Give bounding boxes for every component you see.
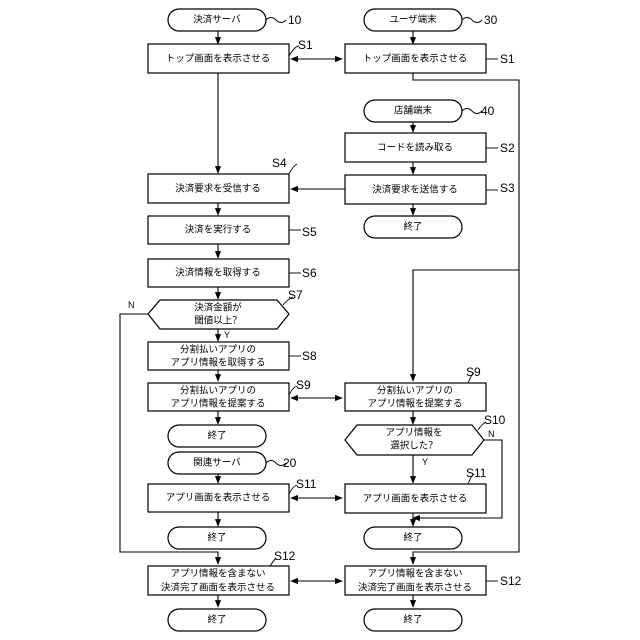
step-s3: S3 xyxy=(500,181,515,195)
step-s10: S10 xyxy=(484,413,506,427)
svg-text:決済を実行する: 決済を実行する xyxy=(185,224,252,236)
svg-text:アプリ画面を表示させる: アプリ画面を表示させる xyxy=(166,492,271,504)
svg-text:決済情報を取得する: 決済情報を取得する xyxy=(175,267,261,279)
server-ref: 10 xyxy=(288,13,302,27)
step-s11a: S11 xyxy=(296,477,317,491)
svg-text:終了: 終了 xyxy=(207,614,226,626)
svg-text:終了: 終了 xyxy=(207,430,226,442)
svg-text:アプリ情報を含まない: アプリ情報を含まない xyxy=(367,568,462,580)
svg-text:終了: 終了 xyxy=(207,532,226,544)
server-label: 決済サーバ xyxy=(193,14,241,26)
yes-label-s7: Y xyxy=(224,330,230,340)
step-s7: S7 xyxy=(288,288,303,302)
yes-label-s10: Y xyxy=(422,457,428,467)
svg-text:決済要求を送信する: 決済要求を送信する xyxy=(372,184,458,196)
svg-text:アプリ情報を提案する: アプリ情報を提案する xyxy=(367,398,462,410)
related-label: 関連サーバ xyxy=(193,457,241,469)
svg-text:終了: 終了 xyxy=(403,532,422,544)
svg-text:選択した？: 選択した？ xyxy=(390,440,438,452)
step-s12b: S12 xyxy=(500,574,522,588)
svg-text:決済要求を受信する: 決済要求を受信する xyxy=(175,183,261,195)
step-s1b: S1 xyxy=(500,52,515,66)
store-label: 店舗端末 xyxy=(394,105,433,117)
step-s4: S4 xyxy=(272,156,287,170)
svg-text:決済金額が: 決済金額が xyxy=(194,302,242,314)
step-s12a: S12 xyxy=(274,549,296,563)
svg-text:コードを読み取る: コードを読み取る xyxy=(377,142,453,154)
user-ref: 30 xyxy=(484,13,498,27)
user-label: ユーザ端末 xyxy=(389,14,437,26)
svg-text:分割払いアプリの: 分割払いアプリの xyxy=(180,385,256,397)
step-s8: S8 xyxy=(302,349,317,363)
svg-text:決済完了画面を表示させる: 決済完了画面を表示させる xyxy=(358,582,472,594)
no-label-s10: N xyxy=(488,429,495,439)
step-s2: S2 xyxy=(500,141,515,155)
related-ref: 20 xyxy=(283,456,297,470)
svg-text:終了: 終了 xyxy=(403,614,422,626)
svg-text:アプリ情報を: アプリ情報を xyxy=(385,427,442,439)
svg-text:決済完了画面を表示させる: 決済完了画面を表示させる xyxy=(161,582,275,594)
svg-text:閾値以上？: 閾値以上？ xyxy=(194,315,242,327)
svg-text:終了: 終了 xyxy=(403,221,422,233)
svg-text:トップ画面を表示させる: トップ画面を表示させる xyxy=(166,53,271,65)
svg-text:アプリ情報を提案する: アプリ情報を提案する xyxy=(170,398,265,410)
svg-text:アプリ情報を含まない: アプリ情報を含まない xyxy=(170,568,265,580)
svg-text:トップ画面を表示させる: トップ画面を表示させる xyxy=(363,53,468,65)
step-s5: S5 xyxy=(302,225,317,239)
svg-text:分割払いアプリの: 分割払いアプリの xyxy=(180,344,256,356)
svg-text:アプリ情報を取得する: アプリ情報を取得する xyxy=(170,357,265,369)
svg-text:アプリ画面を表示させる: アプリ画面を表示させる xyxy=(363,493,468,505)
svg-text:分割払いアプリの: 分割払いアプリの xyxy=(377,385,453,397)
step-s1a: S1 xyxy=(298,38,313,52)
step-s11b: S11 xyxy=(466,466,487,480)
step-s9a: S9 xyxy=(296,378,311,392)
store-ref: 40 xyxy=(481,104,495,118)
no-label-s7: N xyxy=(128,300,135,310)
step-s9b: S9 xyxy=(466,365,481,379)
step-s6: S6 xyxy=(302,266,317,280)
